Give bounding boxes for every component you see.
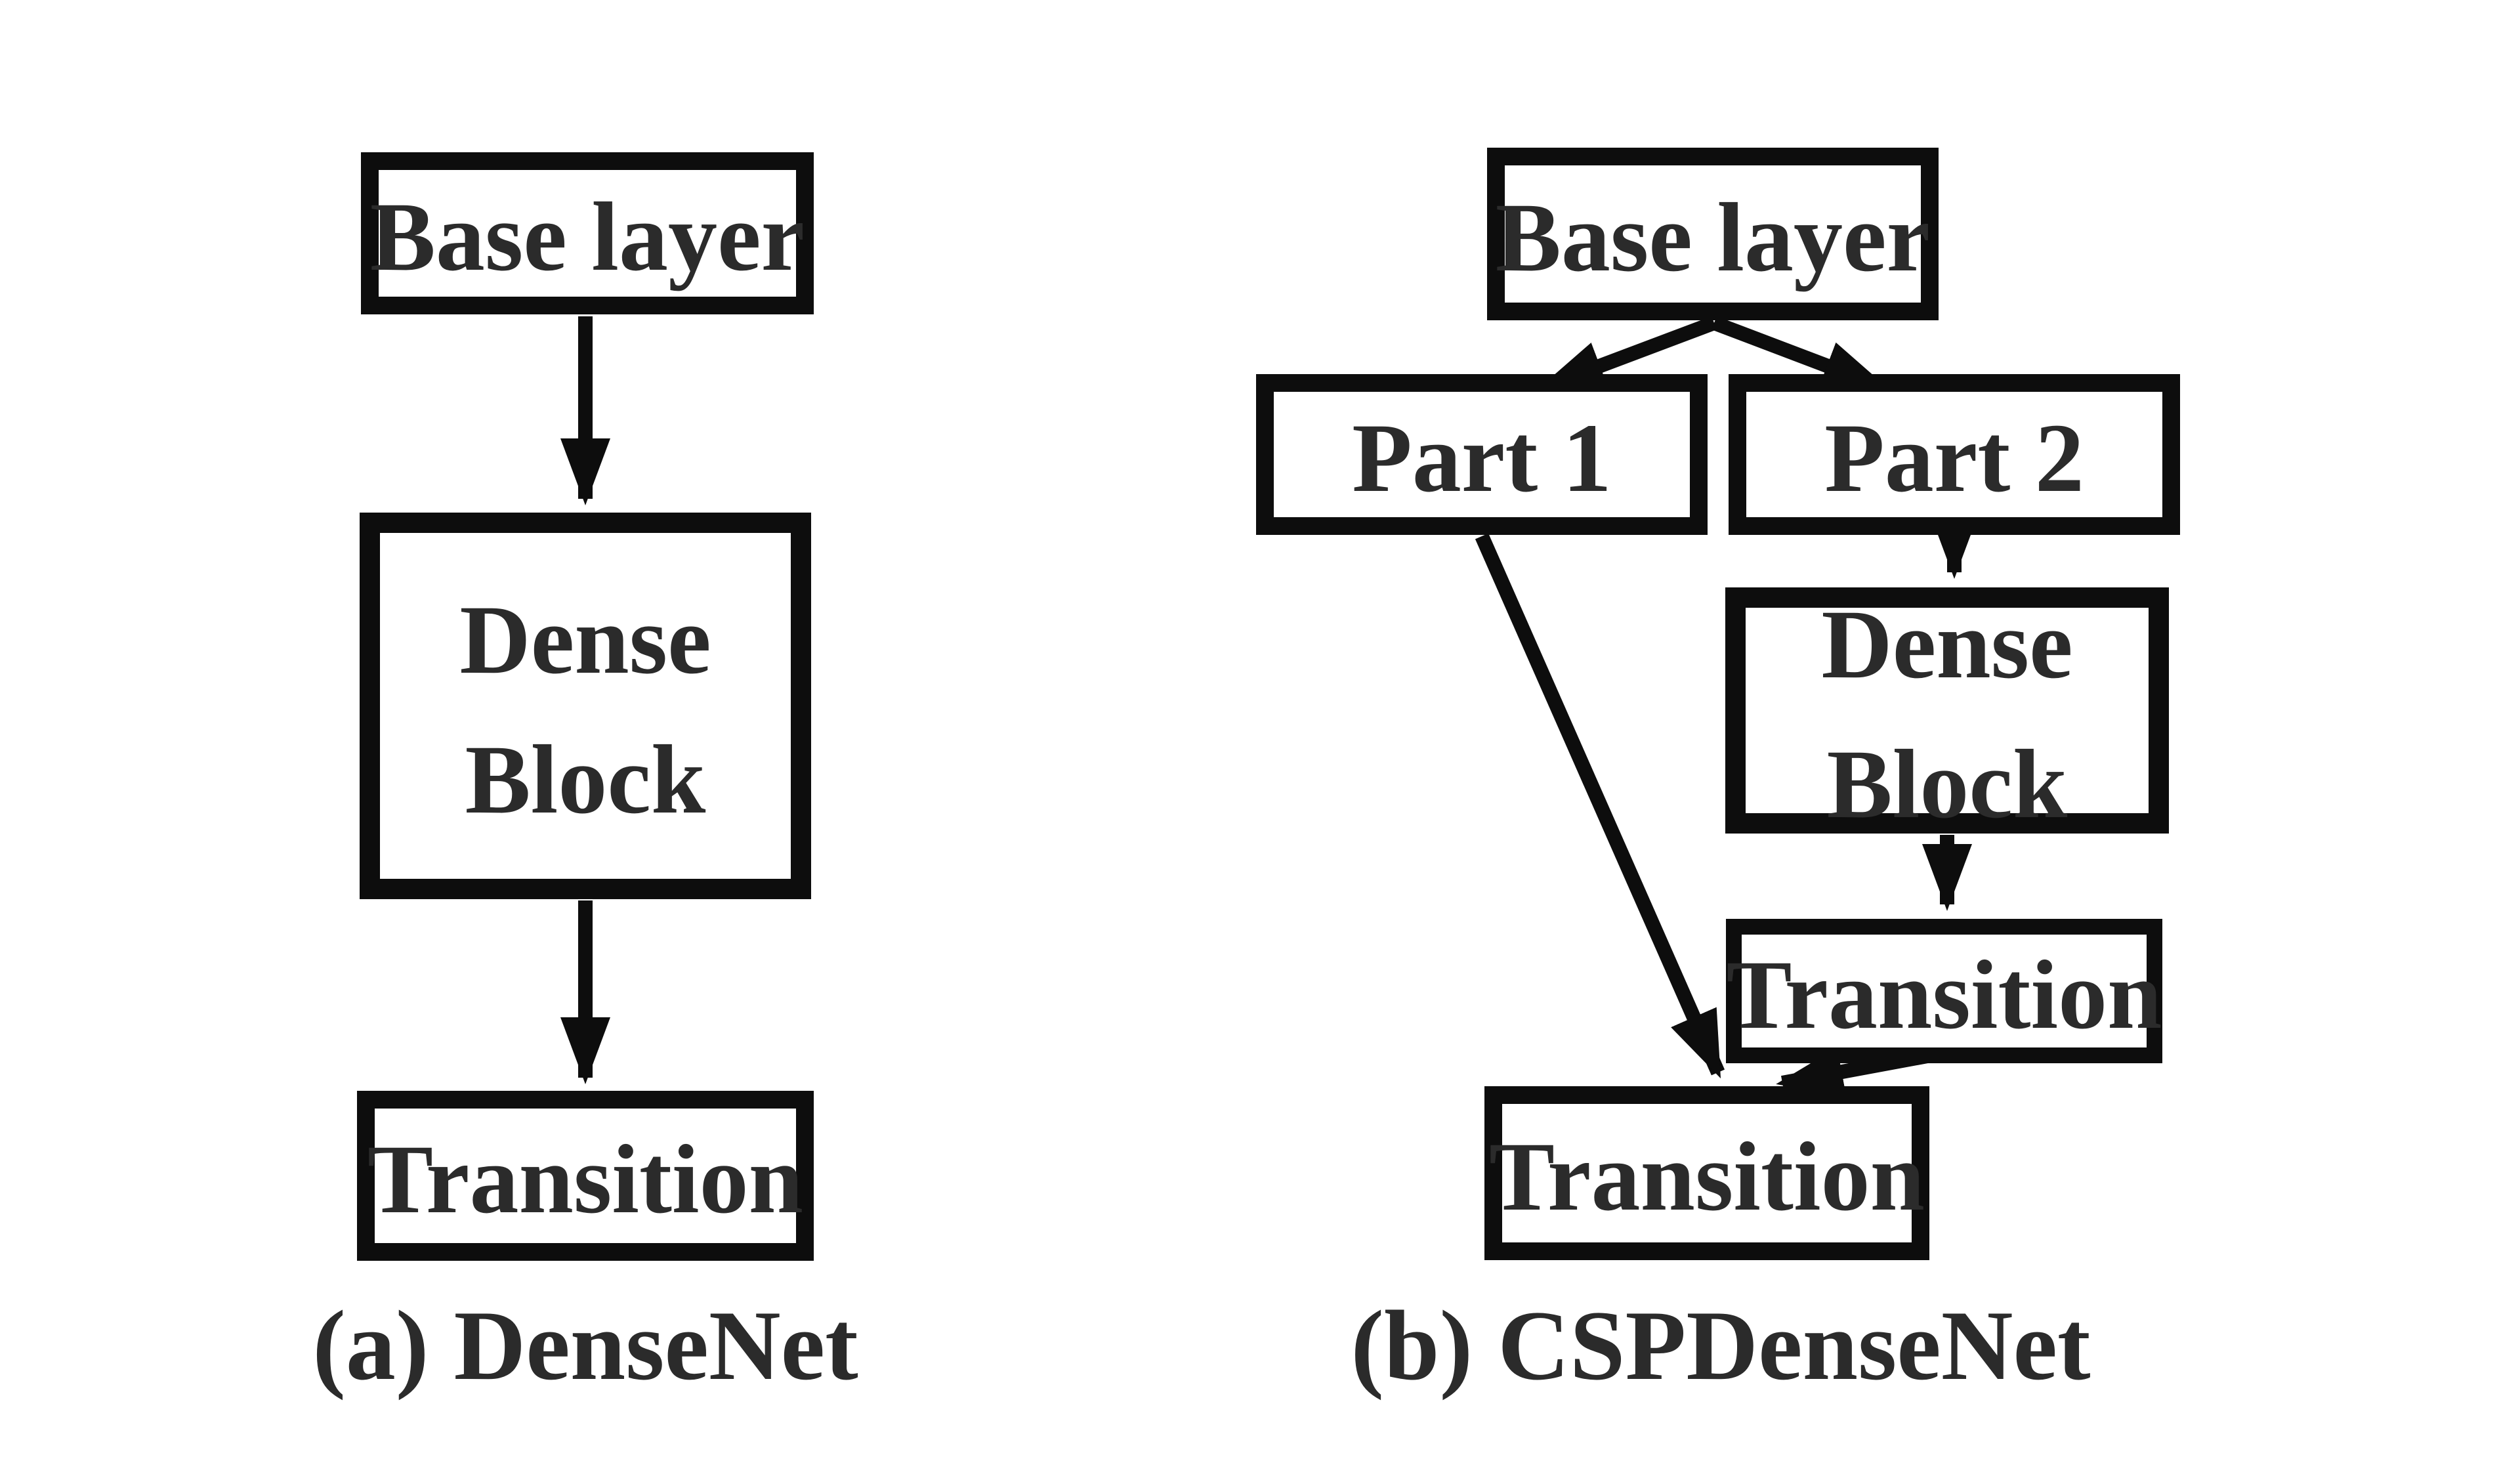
node-transition-a: Transition	[357, 1091, 814, 1261]
node-base-layer-b: Base layer	[1487, 148, 1939, 320]
node-dense-block-b-label: Dense Block	[1821, 589, 2073, 839]
caption-cspdensenet: (b) CSPDenseNet	[1351, 1290, 2091, 1401]
node-base-layer-a: Base layer	[361, 152, 814, 314]
caption-densenet: (a) DenseNet	[312, 1290, 858, 1401]
node-transition-a-label: Transition	[368, 1125, 804, 1234]
node-part1-b: Part 1	[1256, 374, 1708, 535]
node-base-layer-a-label: Base layer	[369, 182, 805, 291]
node-dense-block-a-label: Dense Block	[459, 585, 711, 834]
node-transition-merge-b: Transition	[1484, 1086, 1929, 1260]
node-part2-b: Part 2	[1729, 374, 2180, 535]
node-part2-b-label: Part 2	[1824, 404, 2084, 513]
node-transition-merge-b-label: Transition	[1489, 1122, 1925, 1231]
node-dense-block-a: Dense Block	[360, 513, 811, 899]
node-transition-partial-b: Transition	[1726, 919, 2162, 1063]
node-transition-partial-b-label: Transition	[1726, 940, 2162, 1049]
node-part1-b-label: Part 1	[1352, 404, 1612, 513]
node-dense-block-b: Dense Block	[1725, 587, 2169, 839]
arrow-b-part1-to-merge-transition	[1475, 533, 1725, 1079]
node-base-layer-b-label: Base layer	[1495, 183, 1931, 292]
